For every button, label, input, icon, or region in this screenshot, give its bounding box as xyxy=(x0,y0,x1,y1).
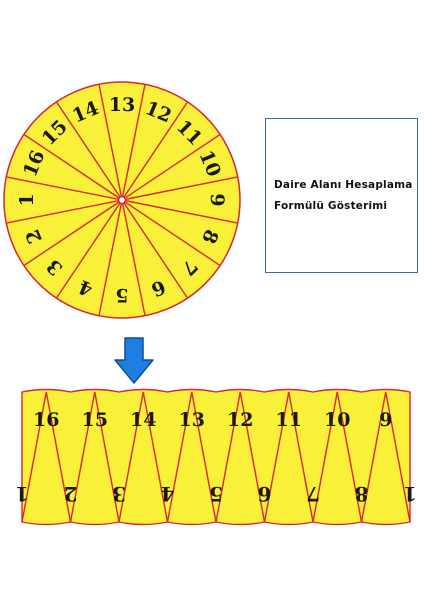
wheel-sector-line xyxy=(6,199,123,224)
strip-sector-line xyxy=(45,391,72,523)
strip-bottom-number: 3 xyxy=(112,482,126,506)
wheel-sector-line xyxy=(121,176,238,201)
strip-top-number: 15 xyxy=(82,409,108,431)
wheel-sector-line xyxy=(121,199,221,267)
wheel-sector-line xyxy=(23,133,123,201)
wheel-center-pin xyxy=(117,195,127,205)
wheel-sector-line xyxy=(121,199,238,224)
strip-sector-line xyxy=(385,391,411,523)
down-arrow-icon xyxy=(114,337,154,384)
wheel-sector-line xyxy=(6,176,123,201)
caption-line-1: Daire Alanı Hesaplama xyxy=(274,178,413,191)
strip-sector-line xyxy=(336,391,363,523)
strip-sector-line xyxy=(288,391,314,523)
strip-sector-line xyxy=(312,391,338,523)
strip-sector-line xyxy=(239,391,266,523)
wheel-sector-line xyxy=(121,84,146,201)
strip-sector-line xyxy=(360,391,387,523)
wheel-sector-line xyxy=(98,84,123,201)
strip-top-number: 12 xyxy=(227,409,253,431)
wheel-sector-line xyxy=(121,101,189,201)
caption-text: Daire Alanı Hesaplama Formülü Gösterimi xyxy=(266,175,413,217)
strip-top-number: 13 xyxy=(179,409,205,431)
strip-bottom-number: 8 xyxy=(355,482,369,506)
wheel-sector-line xyxy=(23,199,123,267)
wheel-sector-number: 1 xyxy=(16,193,38,206)
caption-box: Daire Alanı Hesaplama Formülü Gösterimi xyxy=(265,118,418,273)
wheel-sector-number: 13 xyxy=(109,94,135,116)
wheel-sector-line xyxy=(121,133,221,201)
strip-sector-line xyxy=(166,391,193,523)
strip-bottom-number: 4 xyxy=(160,482,174,506)
strip-bottom-number: 6 xyxy=(258,482,272,506)
wheel-sector-line xyxy=(55,199,123,299)
strip-top-number: 16 xyxy=(33,409,59,431)
strip-bottom-number: 2 xyxy=(64,482,78,506)
strip-bottom-number: 1 xyxy=(403,482,417,506)
strip-sector-line xyxy=(21,391,47,523)
strip-sector-line xyxy=(215,391,241,523)
wheel-sector-line xyxy=(98,199,123,316)
strip-sector-line xyxy=(118,391,144,523)
strip-bottom-number: 7 xyxy=(306,482,320,506)
caption-line-2: Formülü Gösterimi xyxy=(274,199,388,212)
strip-bottom-number: 5 xyxy=(209,482,223,506)
wheel-sector-line xyxy=(121,199,146,316)
strip-top-number: 9 xyxy=(379,409,392,431)
strip-sector-line xyxy=(69,391,96,523)
strip-sector-line xyxy=(191,391,217,523)
strip-top-number: 14 xyxy=(130,409,156,431)
wheel-sector-line xyxy=(121,199,189,299)
strip-sector-line xyxy=(94,391,120,523)
wheel-sector-number: 9 xyxy=(206,193,228,206)
strip-top-number: 11 xyxy=(276,409,302,431)
strip-sector-line xyxy=(142,391,169,523)
wheel-sector-number: 5 xyxy=(115,284,128,306)
strip-top-number: 10 xyxy=(324,409,350,431)
strip-bottom-number: 1 xyxy=(15,482,29,506)
strip-sector-line xyxy=(263,391,290,523)
wheel-sector-line xyxy=(55,101,123,201)
